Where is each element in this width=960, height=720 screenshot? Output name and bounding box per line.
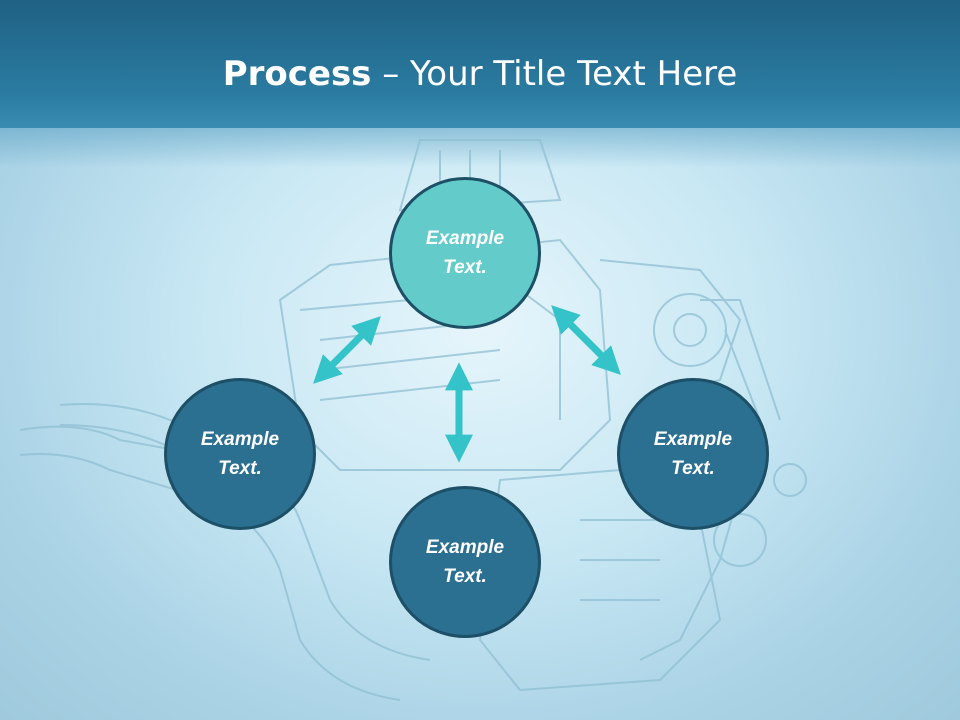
node-label: Example Text.	[425, 537, 505, 587]
title-fade	[0, 128, 960, 168]
arrow-top-right	[551, 305, 621, 375]
title-bar	[0, 0, 960, 128]
node-label: Example Text.	[200, 429, 280, 479]
process-node-top: Example Text.	[389, 177, 541, 329]
process-node-bottom: Example Text.	[389, 486, 541, 638]
process-node-right: Example Text.	[617, 378, 769, 530]
title-bold: Process	[222, 54, 372, 94]
arrow-top-left	[313, 316, 381, 384]
node-label: Example Text.	[425, 228, 505, 278]
process-node-left: Example Text.	[164, 378, 316, 530]
slide-title: Process – Your Title Text Here	[0, 52, 960, 96]
title-rest: – Your Title Text Here	[371, 54, 738, 94]
node-label: Example Text.	[653, 429, 733, 479]
